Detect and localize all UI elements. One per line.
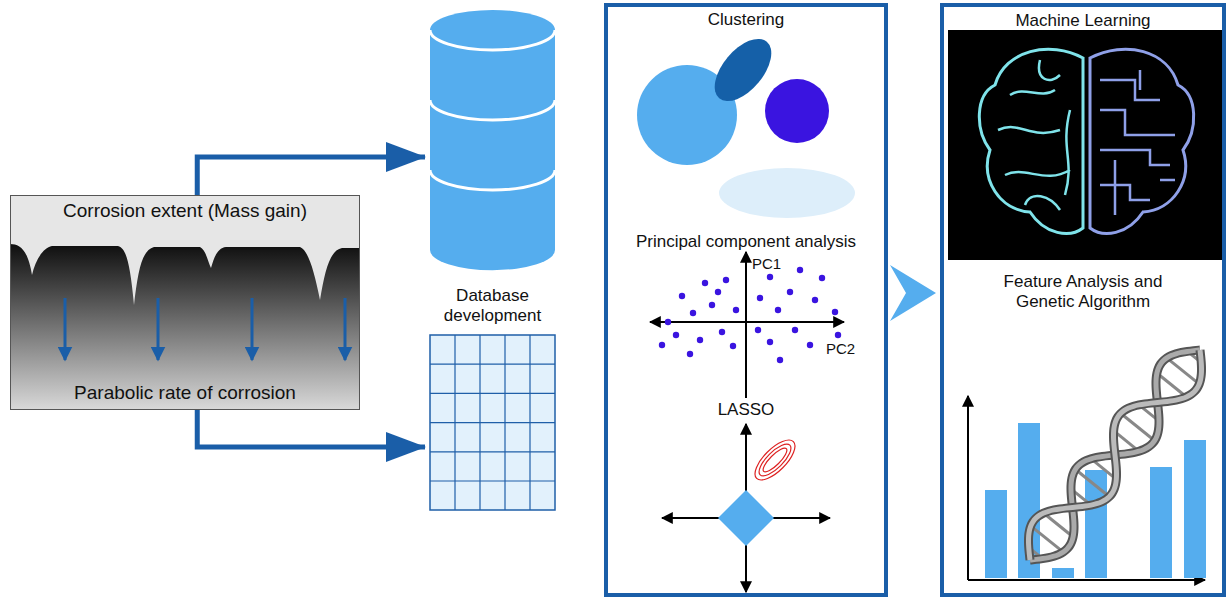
flow-arrow [197,157,425,195]
node-text: Corrosion extent (Mass gain) [15,200,355,223]
database-node: Database development [425,8,560,515]
table-grid [430,335,555,510]
corrosion-box: Corrosion extent (Mass gain) Parabolic ra… [10,195,360,410]
node-text: LASSO [612,400,880,420]
analysis-panel: ClusteringPrincipal component analysisLA… [604,3,888,597]
feature-chart [968,350,1206,580]
clustering-figure [637,29,855,218]
corrosion-illustration [10,195,360,410]
axis-label: PC2 [826,341,855,356]
node-text: Machine Learning [948,11,1218,31]
brain-icon [948,30,1222,260]
axis-label: PC1 [752,256,781,271]
node-text: Parabolic rate of corrosion [15,382,355,405]
chevron-arrow [890,265,936,321]
node-text: Database development [429,286,556,327]
ml-panel: Machine LearningFeature Analysis and Gen… [940,3,1226,597]
node-text: Feature Analysis and Genetic Algorithm [974,272,1192,313]
node-text: Clustering [612,10,880,30]
flow-arrow [197,410,425,447]
pca-plot [650,252,844,398]
node-text: Principal component analysis [612,232,880,252]
lasso-figure [662,424,830,592]
database-cylinder [430,10,555,270]
